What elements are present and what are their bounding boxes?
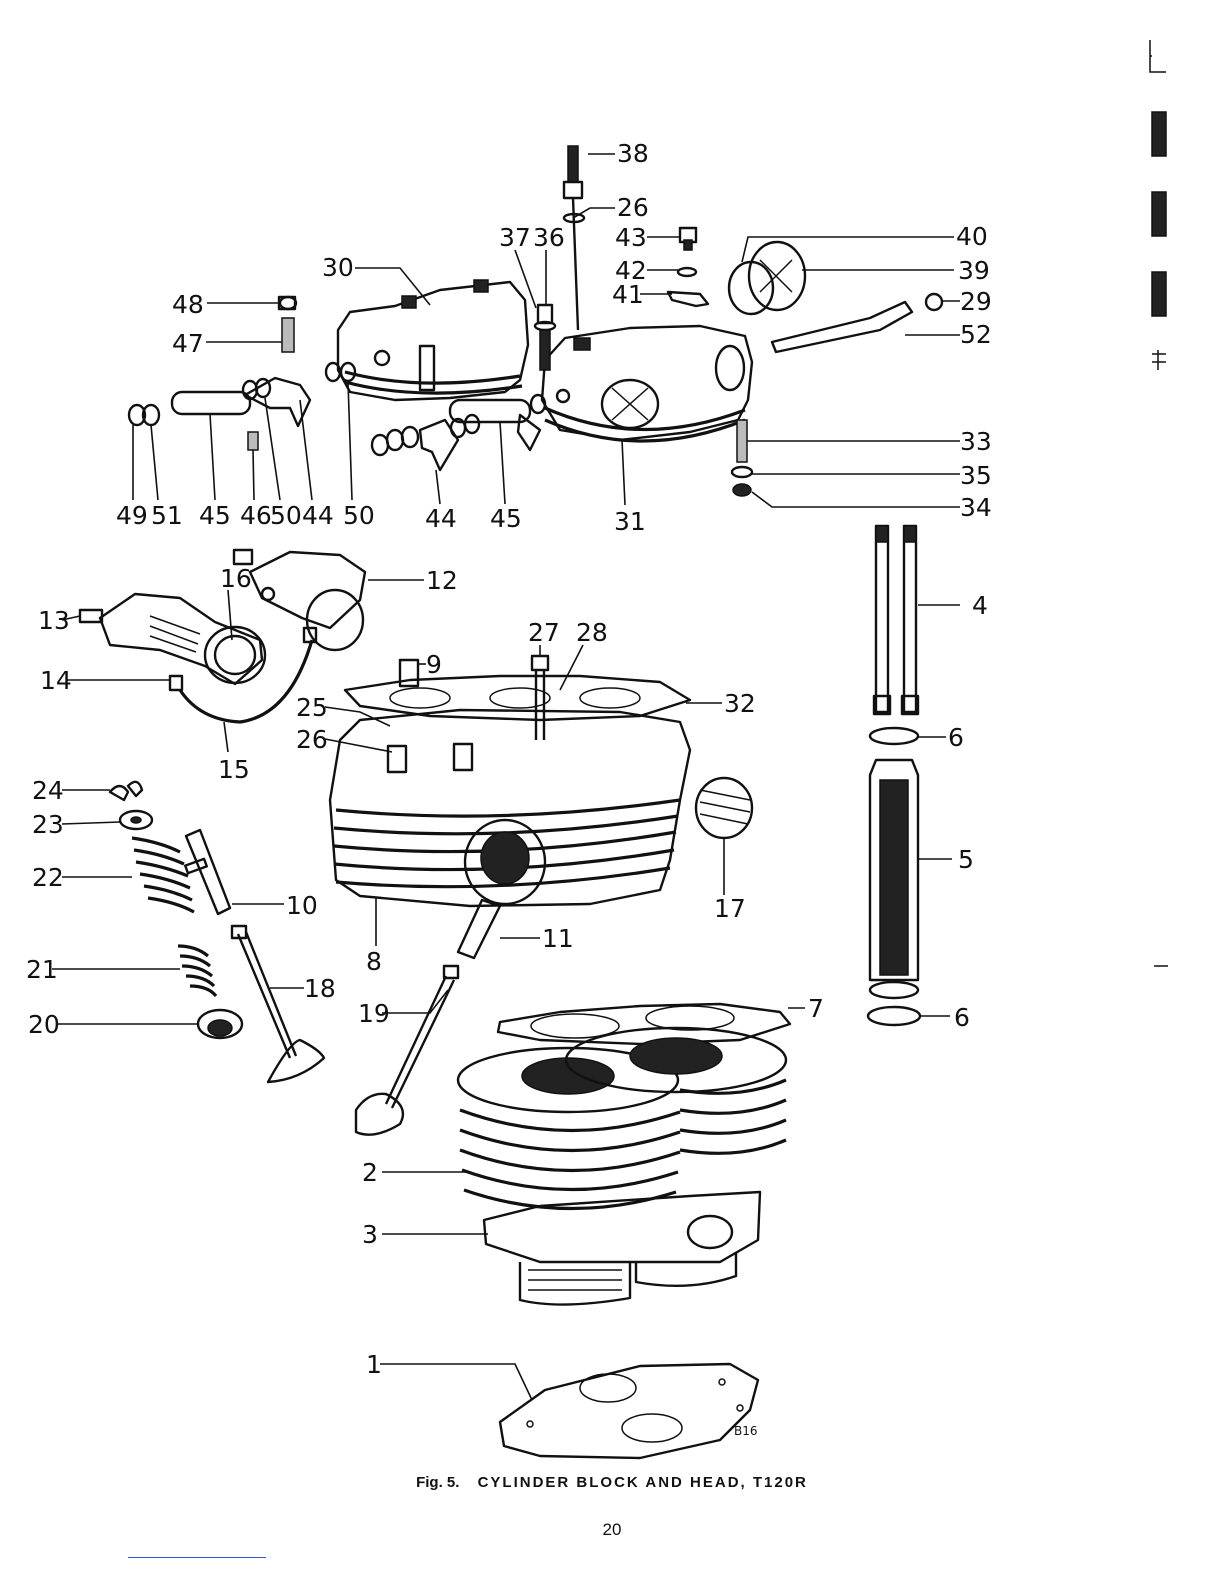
callout-labels: 38 26 37 36 43 42 41 40 39 29 52 30 48 4…	[26, 139, 992, 1379]
callout-6-top: 6	[948, 723, 964, 752]
callout-39: 39	[958, 256, 990, 285]
bottom-rule	[128, 1557, 266, 1558]
bolt-36	[535, 305, 555, 370]
valve-guide-10	[185, 830, 230, 914]
callout-9: 9	[426, 650, 442, 679]
callout-14: 14	[40, 666, 72, 695]
callout-28: 28	[576, 618, 608, 647]
callout-21: 21	[26, 955, 58, 984]
callout-12: 12	[426, 566, 458, 595]
callout-49: 49	[116, 501, 148, 530]
callout-41: 41	[612, 280, 644, 309]
callout-31: 31	[614, 507, 646, 536]
callout-13: 13	[38, 606, 70, 635]
scan-edge-artifacts	[1150, 40, 1168, 966]
callout-52: 52	[960, 320, 992, 349]
callout-29: 29	[960, 287, 992, 316]
callout-37: 37	[499, 223, 531, 252]
callout-47: 47	[172, 329, 204, 358]
callout-33: 33	[960, 427, 992, 456]
callout-50-left: 50	[270, 501, 302, 530]
callout-40: 40	[956, 222, 988, 251]
rocker-box-gasket-32	[345, 676, 690, 720]
valve-spring-outer-22	[132, 838, 194, 912]
inlet-adaptor-13	[80, 594, 265, 684]
callout-15: 15	[218, 755, 250, 784]
valve-spring-inner-21	[178, 946, 216, 996]
callout-3: 3	[362, 1220, 378, 1249]
push-rod-cover-tube-5	[868, 728, 920, 1025]
callout-22: 22	[32, 863, 64, 892]
cylinder-block-2	[458, 1028, 786, 1305]
rocker-assembly-right	[372, 395, 545, 470]
valve-guide-11	[458, 900, 500, 958]
callout-44-left: 44	[302, 501, 334, 530]
valve-spring-cap-23	[120, 811, 152, 829]
callout-23: 23	[32, 810, 64, 839]
callout-34: 34	[960, 493, 992, 522]
callout-43: 43	[615, 223, 647, 252]
rocker-box-right	[542, 326, 752, 441]
callout-2: 2	[362, 1158, 378, 1187]
figure-caption: Fig. 5. CYLINDER BLOCK AND HEAD, T120R	[0, 1474, 1224, 1491]
callout-35: 35	[960, 461, 992, 490]
callout-19: 19	[358, 999, 390, 1028]
callout-38: 38	[617, 139, 649, 168]
callout-8: 8	[366, 947, 382, 976]
callout-16: 16	[220, 564, 252, 593]
callout-46: 46	[240, 501, 272, 530]
callout-45-left: 45	[199, 501, 231, 530]
callout-51: 51	[151, 501, 183, 530]
push-rods-4	[874, 526, 918, 714]
rocker-assembly-left	[129, 297, 355, 450]
callout-7: 7	[808, 994, 824, 1023]
inlet-valve-19	[356, 966, 458, 1135]
exhaust-valve-18	[232, 926, 324, 1082]
valve-spring-cup-20	[198, 1010, 242, 1038]
callout-48: 48	[172, 290, 204, 319]
callout-45-right: 45	[490, 504, 522, 533]
head-gasket-7	[498, 1004, 790, 1044]
tappet-guide-17	[696, 778, 752, 838]
callout-18: 18	[304, 974, 336, 1003]
figure-number: Fig. 5.	[416, 1474, 459, 1491]
cylinder-head-8	[330, 660, 690, 906]
valve-collets-24	[110, 782, 142, 800]
callout-6-bottom: 6	[954, 1003, 970, 1032]
long-stud-38	[564, 146, 584, 330]
callout-50-right: 50	[343, 501, 375, 530]
callout-27: 27	[528, 618, 560, 647]
callout-10: 10	[286, 891, 318, 920]
callout-24: 24	[32, 776, 64, 805]
callout-26-top: 26	[617, 193, 649, 222]
callout-1: 1	[366, 1350, 382, 1379]
callout-11: 11	[542, 924, 574, 953]
page-number: 20	[0, 1520, 1224, 1540]
rocker-box-left	[338, 280, 528, 400]
bolt-27	[532, 656, 548, 740]
drawing-code: B16	[734, 1424, 758, 1438]
callout-36: 36	[533, 223, 565, 252]
callout-44-right: 44	[425, 504, 457, 533]
callout-5: 5	[958, 845, 974, 874]
callout-17: 17	[714, 894, 746, 923]
callout-4: 4	[972, 591, 988, 620]
inlet-adaptor-12	[234, 550, 365, 650]
callout-20: 20	[28, 1010, 60, 1039]
callout-30: 30	[322, 253, 354, 282]
callout-32: 32	[724, 689, 756, 718]
figure-title: CYLINDER BLOCK AND HEAD, T120R	[478, 1474, 808, 1491]
cylinder-base-gasket-1	[500, 1364, 758, 1458]
callout-26-mid: 26	[296, 725, 328, 754]
callout-25: 25	[296, 693, 328, 722]
